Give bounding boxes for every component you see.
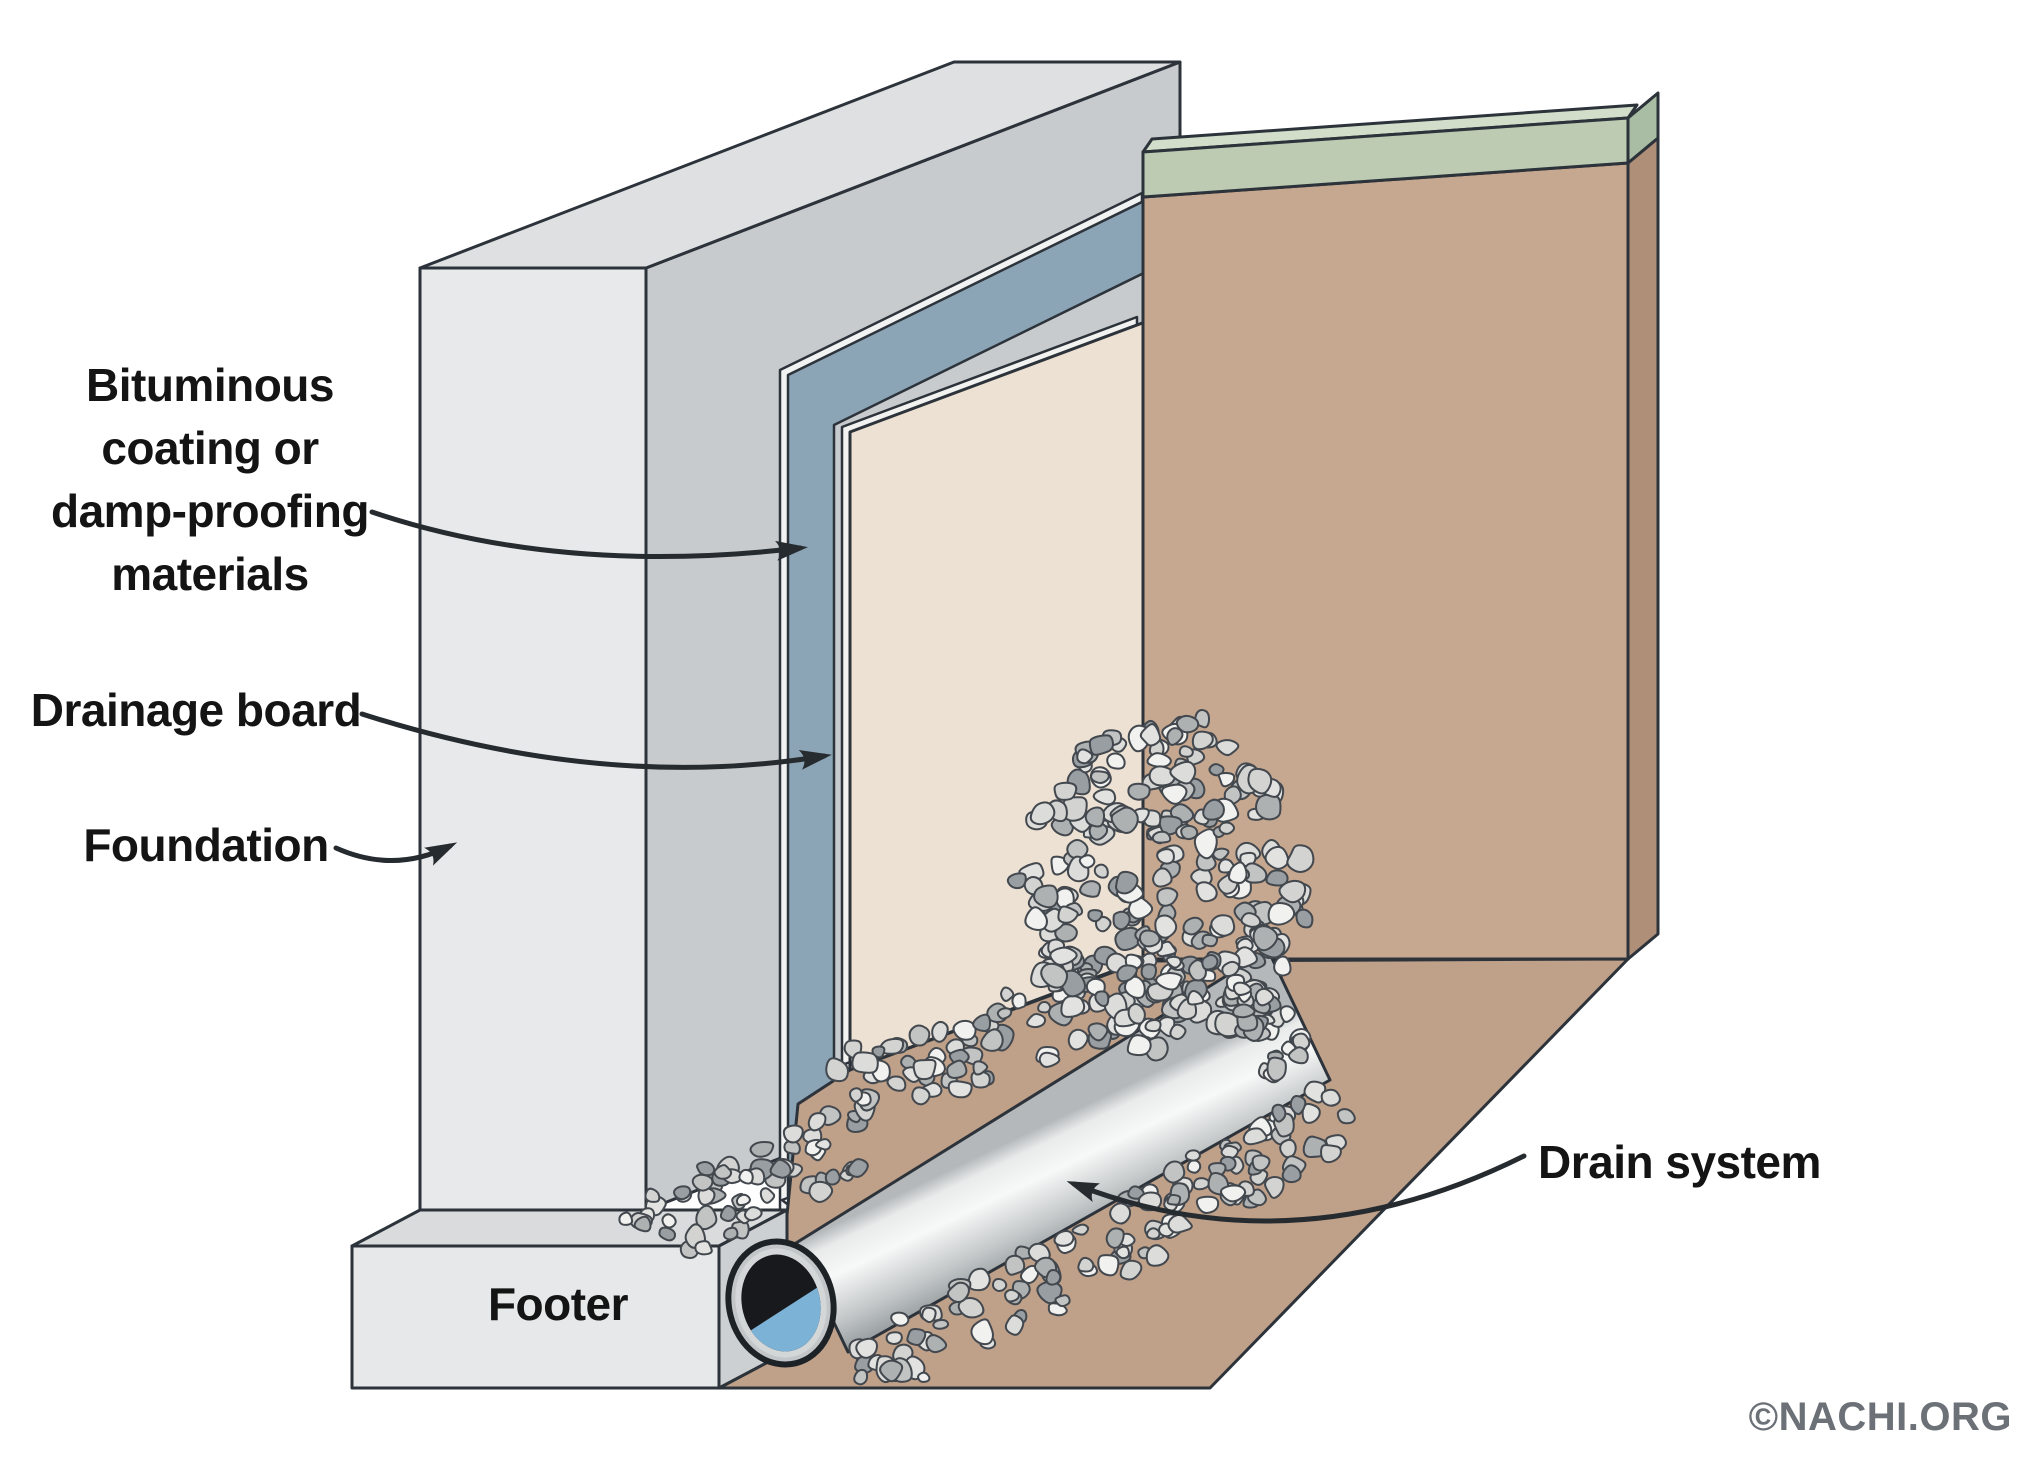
- label-footer: Footer: [488, 1278, 629, 1330]
- label-bituminous-line1: Bituminous: [86, 359, 334, 411]
- label-drain-system: Drain system: [1538, 1136, 1821, 1188]
- gravel-drain-rock: [618, 709, 1356, 1386]
- drain-pipe-opening: [725, 1238, 837, 1368]
- foundation-leader-arrow: [333, 842, 458, 866]
- label-bituminous-line3: damp-proofing: [51, 485, 369, 537]
- label-drainage-board: Drainage board: [31, 684, 361, 736]
- label-foundation: Foundation: [83, 819, 328, 871]
- label-bituminous-line2: coating or: [101, 422, 319, 474]
- copyright-text: ©NACHI.ORG: [1749, 1395, 2012, 1439]
- bituminous-leader-arrow: [369, 509, 808, 561]
- drain-pipe: [725, 948, 1332, 1368]
- label-bituminous-line4: materials: [111, 548, 309, 600]
- grass-side-face: [1626, 91, 1660, 165]
- drain-system-leader-arrow: [1066, 1153, 1527, 1224]
- leader-arrows: [333, 509, 1527, 1224]
- footer-block: [350, 1208, 789, 1390]
- soil-block: [1141, 91, 1660, 961]
- drainage-board-leader-arrow: [359, 711, 832, 770]
- labels: Bituminous coating or damp-proofing mate…: [31, 359, 2012, 1439]
- footer-front-face: [350, 1244, 721, 1390]
- soil-side-face: [1626, 136, 1660, 961]
